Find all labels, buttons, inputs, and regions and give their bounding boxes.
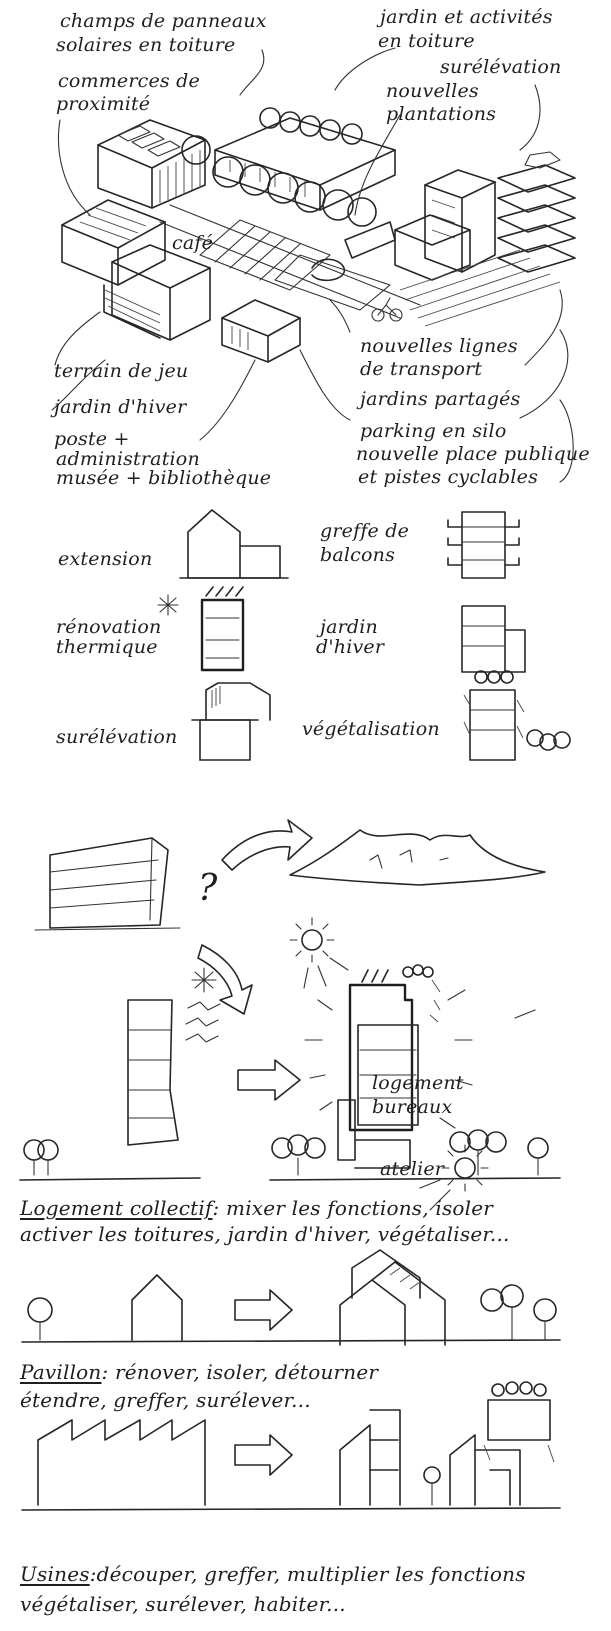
leader-line	[330, 300, 350, 332]
arrow-right	[235, 1290, 292, 1330]
caption-usines-title: Usines	[20, 1562, 90, 1586]
sun-icon	[302, 930, 322, 950]
house-after	[340, 1280, 405, 1345]
pictogram-surelevation	[192, 683, 270, 760]
caption-pavillon-title: Pavillon	[20, 1360, 102, 1384]
leader-line	[200, 360, 255, 440]
caption-pavillon-rest: : rénover, isoler, détourner	[102, 1360, 379, 1384]
existing-tower	[128, 1000, 178, 1145]
leader-line	[59, 120, 90, 215]
label-extension: extension	[58, 548, 152, 570]
arrow-demolition	[222, 820, 312, 870]
pictogram-renovation-thermique	[158, 587, 243, 670]
pictogram-vegetalisation	[464, 671, 570, 760]
label-greffe-2: balcons	[320, 544, 395, 566]
parking-silo	[498, 152, 575, 272]
transformation-scene	[20, 820, 560, 1180]
label-cafe: café	[172, 232, 213, 254]
cafe-building	[104, 245, 210, 340]
label-musee: musée + bibliothèque	[56, 467, 271, 489]
house-before	[132, 1275, 182, 1340]
pictogram-greffe-balcons	[448, 512, 519, 578]
central-plaza	[160, 205, 420, 318]
label-terrain: terrain de jeu	[54, 360, 188, 382]
ground-line	[20, 1178, 560, 1180]
tram	[345, 222, 395, 258]
label-partages: jardins partagés	[360, 388, 520, 410]
label-surelevation-top: surélévation	[440, 56, 561, 78]
label-lignes: nouvelles lignes	[360, 335, 518, 357]
label-nouvelles: nouvelles	[386, 80, 479, 102]
label-champs: champs de panneaux	[60, 10, 267, 32]
caption-logement-line1: Logement collectif: mixer les fonctions,…	[20, 1196, 493, 1220]
trees-left	[24, 1140, 58, 1175]
caption-pavillon-line2: étendre, greffer, surélever...	[20, 1388, 311, 1412]
label-jardin-hiver: jardin d'hiver	[54, 396, 186, 418]
label-renovation-1: rénovation	[56, 616, 161, 638]
wind-icon	[186, 1002, 220, 1042]
caption-usines-line1: Usines:découper, greffer, multiplier les…	[20, 1562, 526, 1586]
shared-garden-rows	[400, 250, 560, 326]
left-low-building	[62, 200, 165, 285]
ground-line	[22, 1340, 560, 1342]
leader-line	[525, 290, 562, 365]
caption-pavillon-line1: Pavillon: rénover, isoler, détourner	[20, 1360, 378, 1384]
street-trees	[182, 108, 376, 226]
label-bureaux: bureaux	[372, 1096, 452, 1118]
rubble-icon	[290, 830, 545, 885]
caption-logement-line2: activer les toitures, jardin d'hiver, vé…	[20, 1222, 510, 1246]
label-transport: de transport	[360, 358, 482, 380]
question-mark: ?	[198, 868, 218, 909]
arrow-right	[238, 1060, 300, 1100]
label-greffe-1: greffe de	[320, 520, 409, 542]
musee-building	[222, 300, 300, 362]
leader-line	[560, 400, 573, 482]
label-commerces: commerces de	[58, 70, 200, 92]
label-vegetalisation: végétalisation	[302, 718, 440, 740]
arrow-right	[235, 1435, 292, 1475]
label-jardin-activites: jardin et activités	[380, 6, 553, 28]
label-plantations: plantations	[386, 103, 496, 125]
ground-line	[22, 1508, 560, 1510]
snowflake-icon	[158, 595, 178, 615]
leader-line	[55, 312, 100, 365]
label-jardin-1: jardin	[320, 616, 378, 638]
leader-line	[520, 330, 568, 418]
label-pistes: et pistes cyclables	[358, 466, 538, 488]
leader-line	[300, 350, 350, 420]
caption-usines-line2: végétaliser, surélever, habiter...	[20, 1592, 346, 1616]
commerces-building	[98, 120, 205, 208]
long-slab	[215, 118, 395, 210]
caption-usines-rest: :découper, greffer, multiplier les fonct…	[90, 1562, 526, 1586]
leader-line	[520, 85, 540, 150]
label-place: nouvelle place publique	[356, 443, 590, 465]
pictogram-jardin-hiver	[462, 606, 525, 672]
sun-icon	[455, 1158, 475, 1178]
label-surelevation: surélévation	[56, 726, 177, 748]
leader-line	[240, 50, 264, 95]
label-silo: parking en silo	[360, 420, 506, 442]
label-logement: logement	[372, 1072, 464, 1094]
label-poste: poste +	[54, 428, 130, 450]
label-atelier: atelier	[380, 1158, 444, 1180]
label-renovation-2: thermique	[56, 636, 158, 658]
factory-before	[38, 1420, 205, 1505]
renovated-building	[305, 965, 535, 1168]
snowflake-icon	[192, 968, 216, 992]
label-commerces-2: proximité	[56, 93, 150, 115]
label-jardin-2: d'hiver	[316, 636, 384, 658]
caption-logement-rest: : mixer les fonctions, isoler	[213, 1196, 494, 1220]
label-champs-2: solaires en toiture	[56, 34, 235, 56]
factory-after	[340, 1425, 370, 1505]
label-jardin-activites-2: en toiture	[378, 30, 475, 52]
pictogram-extension	[180, 510, 288, 578]
caption-logement-title: Logement collectif	[20, 1196, 213, 1220]
